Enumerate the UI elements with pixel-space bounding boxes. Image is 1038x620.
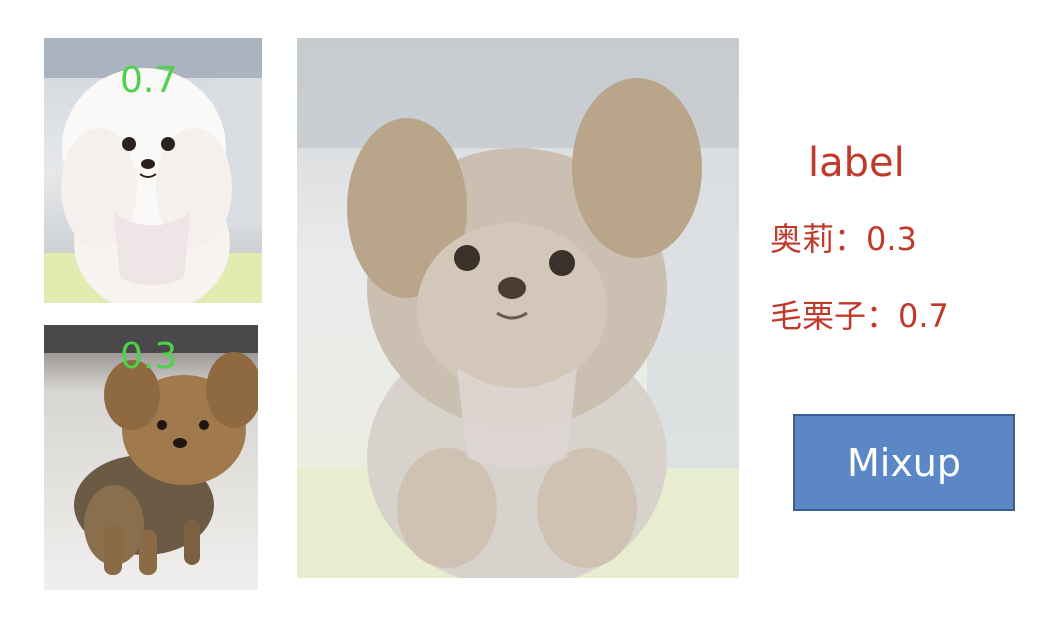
mixup-button[interactable]: Mixup [793,414,1015,511]
yorkie-image [44,325,258,590]
white-dog-image [44,38,262,303]
mixup-result-image [297,38,739,578]
yorkie-weight: 0.3 [120,336,178,377]
label-title: label [808,140,905,186]
mixup-result-photo [297,38,739,578]
white-dog-photo: 0.7 [44,38,262,303]
label-entry-maolizi: 毛栗子：0.7 [770,297,949,335]
yorkie-photo: 0.3 [44,325,258,590]
white-dog-weight: 0.7 [120,60,178,101]
label-entry-aoli: 奥莉：0.3 [770,220,917,258]
